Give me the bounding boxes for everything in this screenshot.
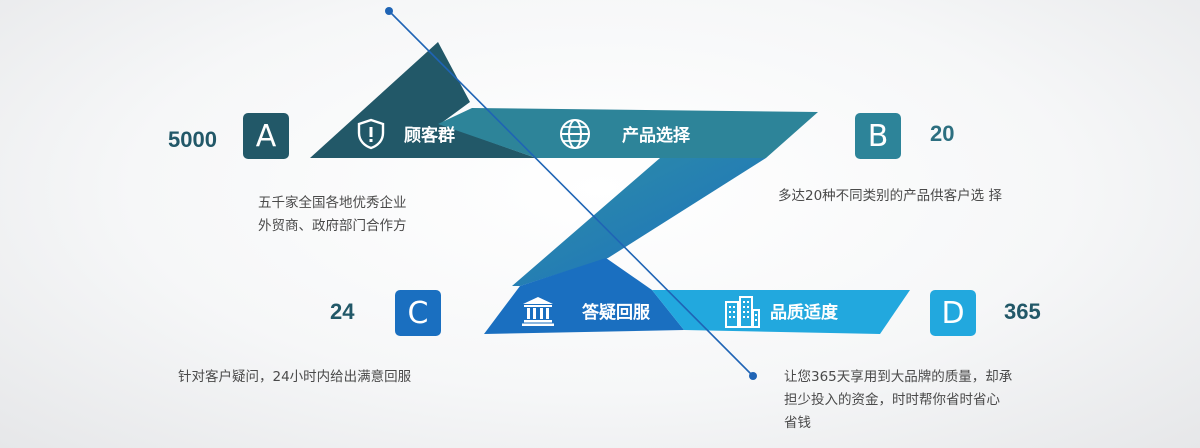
band-diagonal [512, 158, 766, 286]
desc-d-line-3: 省钱 [784, 415, 811, 431]
badge-b: B [855, 113, 901, 159]
label-d: 品质适度 [770, 303, 838, 323]
desc-c: 针对客户疑问，24小时内给出满意回服 [178, 366, 411, 389]
badge-d: D [930, 290, 976, 336]
line-dot-start [385, 7, 393, 15]
bank-icon [522, 297, 554, 326]
label-c: 答疑回服 [582, 303, 650, 323]
globe-icon [560, 119, 590, 149]
buildings-icon [725, 296, 760, 328]
desc-a-line-2: 外贸商、政府部门合作方 [258, 218, 407, 234]
desc-d-line-1: 让您365天享用到大品牌的质量，却承 [784, 369, 1013, 385]
desc-d: 让您365天享用到大品牌的质量，却承 担少投入的资金，时时帮你省时省心 省钱 [784, 366, 1012, 435]
shield-icon [357, 118, 385, 150]
band-b [438, 108, 818, 158]
badge-a: A [243, 113, 289, 159]
desc-a: 五千家全国各地优秀企业 外贸商、政府部门合作方 [258, 192, 407, 238]
line-dot-end [749, 372, 757, 380]
diagonal-line [388, 10, 754, 377]
badge-c: C [395, 290, 441, 336]
desc-b: 多达20种不同类别的产品供客户选 择 [778, 185, 1002, 208]
desc-a-line-1: 五千家全国各地优秀企业 [258, 195, 407, 211]
label-b: 产品选择 [622, 126, 690, 146]
desc-c-line-1: 针对客户疑问，24小时内给出满意回服 [178, 369, 412, 385]
number-c: 24 [330, 299, 355, 324]
label-a: 顾客群 [404, 126, 455, 146]
number-a: 5000 [168, 127, 217, 152]
desc-d-line-2: 担少投入的资金，时时帮你省时省心 [784, 392, 1000, 408]
band-d [652, 290, 910, 334]
band-a [310, 42, 536, 158]
number-d: 365 [1004, 299, 1041, 324]
desc-b-line-1: 多达20种不同类别的产品供客户选 择 [778, 188, 1002, 204]
number-b: 20 [930, 121, 955, 146]
